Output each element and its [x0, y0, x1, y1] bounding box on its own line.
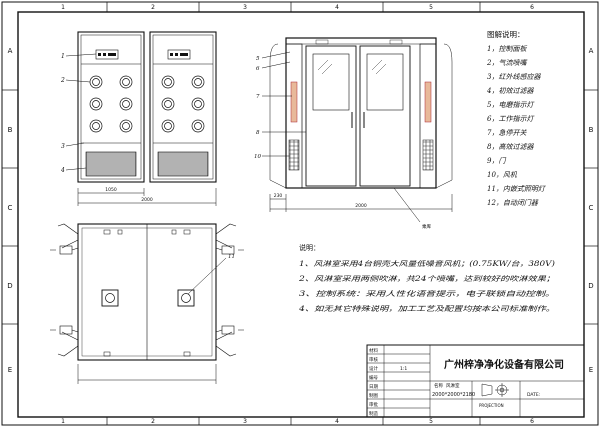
tb-label-6: 审批 [369, 401, 378, 408]
plan-light-right [177, 289, 195, 307]
nozzle-array-left [89, 75, 133, 133]
frame-right-B: B [589, 126, 594, 134]
frame-top-1: 1 [61, 4, 65, 11]
projection-symbol [481, 383, 509, 397]
title-block [366, 344, 585, 418]
callout-4: 4 [60, 167, 65, 174]
tb-label-2: 设计 [369, 365, 378, 372]
tb-model: 2000*2000*2180 [432, 392, 475, 398]
spec-notes: 说明： 1、风淋室采用4台铜壳大风量低噪音风机；(0.75KW/台，380V) … [298, 243, 556, 313]
dim-depth-b: 2000 [355, 203, 367, 209]
frame-left-D: D [7, 282, 12, 290]
legend-item-6: 6，工作指示灯 [487, 115, 535, 123]
legend-item-2: 2，气流喷嘴 [486, 59, 527, 67]
plan-view [50, 223, 244, 384]
frame-bottom-2: 2 [151, 418, 155, 425]
callout-5: 5 [256, 56, 260, 62]
tb-label-7: 制造 [369, 410, 378, 417]
tb-date-label: DATE: [527, 392, 540, 398]
legend-item-5: 5，电磨指示灯 [487, 101, 535, 109]
frame-left-A: A [8, 47, 13, 55]
frame-bottom-6: 6 [530, 418, 534, 425]
pre-filter-grille-left [85, 151, 137, 177]
door-right [359, 45, 411, 187]
frame-left-C: C [8, 204, 13, 212]
legend-item-7: 7，急停开关 [487, 129, 527, 137]
tb-label-4: 日期 [369, 384, 378, 390]
callout-11: 11 [228, 254, 235, 260]
legend-item-9: 9，门 [487, 157, 506, 165]
frame-bottom-4: 4 [335, 418, 339, 425]
legend-item-3: 3，红外线感应器 [487, 73, 541, 81]
legend-item-12: 12，自动闭门器 [487, 199, 539, 207]
frame-right-D: D [588, 282, 593, 290]
callout-2: 2 [60, 77, 65, 84]
callout-8: 8 [256, 130, 260, 136]
tb-label-5: 制图 [369, 392, 378, 399]
light-strip-right [424, 81, 432, 123]
note-1: 1、风淋室采用4台铜壳大风量低噪音风机；(0.75KW/台，380V) [299, 260, 555, 268]
frame-top-6: 6 [530, 4, 534, 11]
tb-label-3: 编号 [369, 374, 378, 381]
frame-left-E: E [8, 366, 12, 374]
tb-product-name: 风淋室 [446, 382, 460, 389]
legend-item-8: 8，高效过滤器 [487, 143, 534, 151]
side-view [261, 37, 453, 223]
control-panel [95, 49, 119, 60]
frame-left-B: B [8, 126, 13, 134]
dim-half-width: 1050 [105, 187, 117, 193]
frame-top-3: 3 [243, 4, 247, 11]
front-view [65, 31, 217, 206]
door-label: 乘库 [422, 223, 431, 230]
frame-top-5: 5 [429, 4, 433, 11]
pre-filter-grille-right [157, 151, 209, 177]
frame-bottom-3: 3 [243, 418, 247, 425]
frame-bottom-1: 1 [61, 418, 65, 425]
tb-projection: PROJECTION [479, 403, 504, 408]
dim-depth-a: 230 [274, 193, 283, 199]
door-left [305, 45, 357, 187]
tb-label-0: 材料 [369, 347, 378, 354]
light-strip-left [290, 81, 298, 123]
note-2: 2、风淋室采用两侧吹淋，共24个喷嘴，达到较好的吹淋效果； [298, 275, 555, 283]
frame-top-2: 2 [151, 4, 155, 11]
frame-right-E: E [589, 366, 593, 374]
company-name: 广州梓净净化设备有限公司 [444, 358, 564, 371]
callout-1: 1 [61, 53, 65, 60]
frame-right-C: C [589, 204, 594, 212]
callout-3: 3 [61, 143, 65, 150]
tb-name-label: 名称 [434, 382, 443, 389]
frame-top-4: 4 [335, 4, 339, 11]
tb-label-1: 审核 [369, 356, 378, 363]
note-4: 4、如无其它特殊说明，加工工艺及配置均按本公司标准制作。 [298, 305, 555, 313]
callout-10: 10 [254, 154, 261, 160]
component-legend: 图解说明： 1，控制面板 2，气流喷嘴 3，红外线感应器 4，初效过滤器 5，电… [486, 29, 547, 207]
tb-scale: 1:1 [400, 366, 407, 372]
legend-item-10: 10，风机 [487, 171, 518, 179]
callout-6: 6 [256, 66, 260, 72]
frame-right-A: A [589, 47, 594, 55]
legend-title: 图解说明： [487, 29, 525, 39]
legend-item-4: 4，初效过滤器 [486, 87, 534, 95]
legend-item-11: 11，内嵌式照明灯 [487, 185, 547, 193]
dim-total-width: 2000 [141, 197, 153, 203]
door-closer-left [50, 223, 79, 357]
notes-title: 说明： [299, 243, 320, 252]
nozzle-array-right [161, 75, 205, 133]
frame-bottom-5: 5 [429, 418, 433, 425]
callout-7: 7 [256, 94, 260, 100]
door-closer-right [215, 223, 244, 357]
plan-light-left [101, 289, 119, 307]
legend-item-1: 1，控制面板 [487, 45, 527, 53]
note-3: 3、控制系统：采用人性化语音提示，电子联锁自动控制。 [299, 290, 555, 298]
